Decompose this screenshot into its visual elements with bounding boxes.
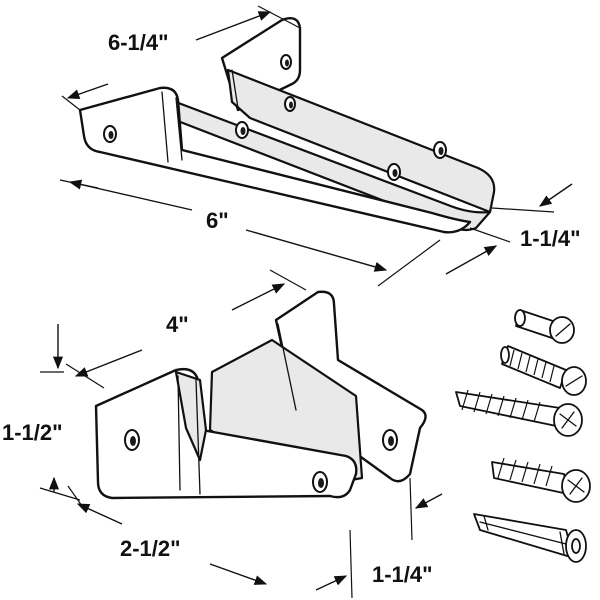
top-bracket-holes	[103, 54, 447, 181]
dim-top-width: 1-1/4"	[445, 183, 581, 275]
top-bracket	[78, 17, 496, 234]
dim-bottom-height: 4"	[65, 269, 307, 389]
label-top-length: 6-1/4"	[108, 30, 169, 55]
wood-screw-short-icon	[491, 457, 591, 503]
plastic-anchor-icon	[473, 513, 587, 563]
bottom-bracket-holes	[124, 429, 398, 493]
label-bottom-height: 4"	[166, 312, 189, 337]
dim-bottom-width: 1-1/4"	[315, 477, 443, 591]
label-bottom-width: 1-1/4"	[372, 562, 433, 587]
label-bottom-flange: 2-1/2"	[120, 536, 181, 561]
top-bracket-front-wall	[78, 86, 472, 234]
label-bottom-depth: 1-1/2"	[2, 420, 63, 445]
label-top-base: 6"	[206, 208, 229, 233]
hardware-set	[455, 309, 591, 563]
machine-screw-short-icon	[514, 309, 575, 344]
bottom-bracket	[94, 290, 427, 500]
dim-bottom-depth: 1-1/2"	[2, 324, 81, 501]
dim-bottom-flange: 2-1/2"	[67, 485, 353, 599]
wood-screw-long-icon	[455, 389, 583, 437]
bottom-bracket-front-ear	[94, 367, 358, 500]
label-top-width: 1-1/4"	[520, 226, 581, 251]
dim-top-base: 6"	[59, 179, 441, 287]
machine-screw-long-icon	[500, 345, 587, 396]
dim-top-length: 6-1/4"	[61, 5, 301, 111]
